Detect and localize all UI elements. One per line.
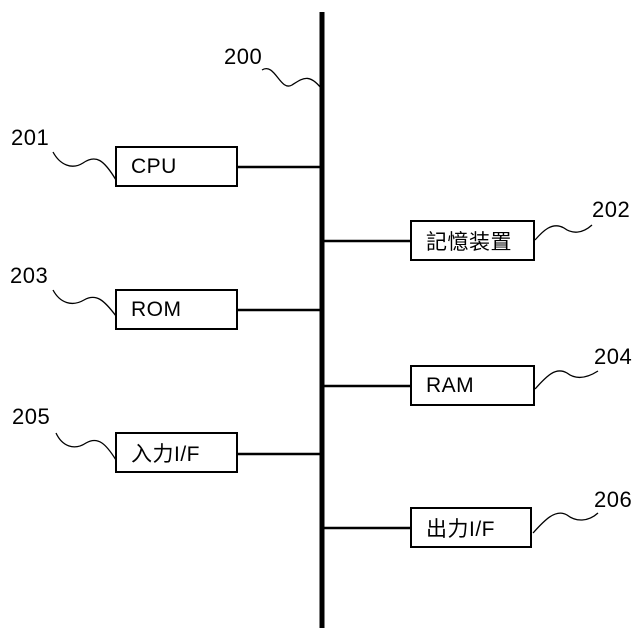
leader-line-206 [533,513,598,533]
ref-number-rom: 203 [10,263,48,289]
ram-box: RAM [410,365,535,406]
output-interface-box: 出力I/F [410,507,532,548]
ref-number-ram: 204 [594,344,632,370]
input-interface-label: 入力I/F [131,438,200,468]
ref-number-cpu: 201 [11,125,49,151]
ref-number-storage: 202 [592,197,630,223]
cpu-box: CPU [115,146,238,187]
leader-line-200 [262,69,324,92]
leader-line-201 [53,152,116,180]
ref-number-output-if: 206 [594,487,632,513]
leader-line-204 [535,371,598,389]
leader-line-205 [56,433,116,460]
ref-number-input-if: 205 [12,404,50,430]
storage-device-box: 記憶装置 [410,220,535,261]
ram-label: RAM [426,374,474,398]
storage-device-label: 記憶装置 [426,226,512,256]
rom-label: ROM [131,298,182,322]
output-interface-label: 出力I/F [426,513,495,543]
cpu-label: CPU [131,155,177,179]
leader-line-202 [535,225,592,240]
rom-box: ROM [115,289,238,330]
leader-line-203 [53,290,116,316]
input-interface-box: 入力I/F [115,432,238,473]
ref-number-bus: 200 [224,44,262,70]
